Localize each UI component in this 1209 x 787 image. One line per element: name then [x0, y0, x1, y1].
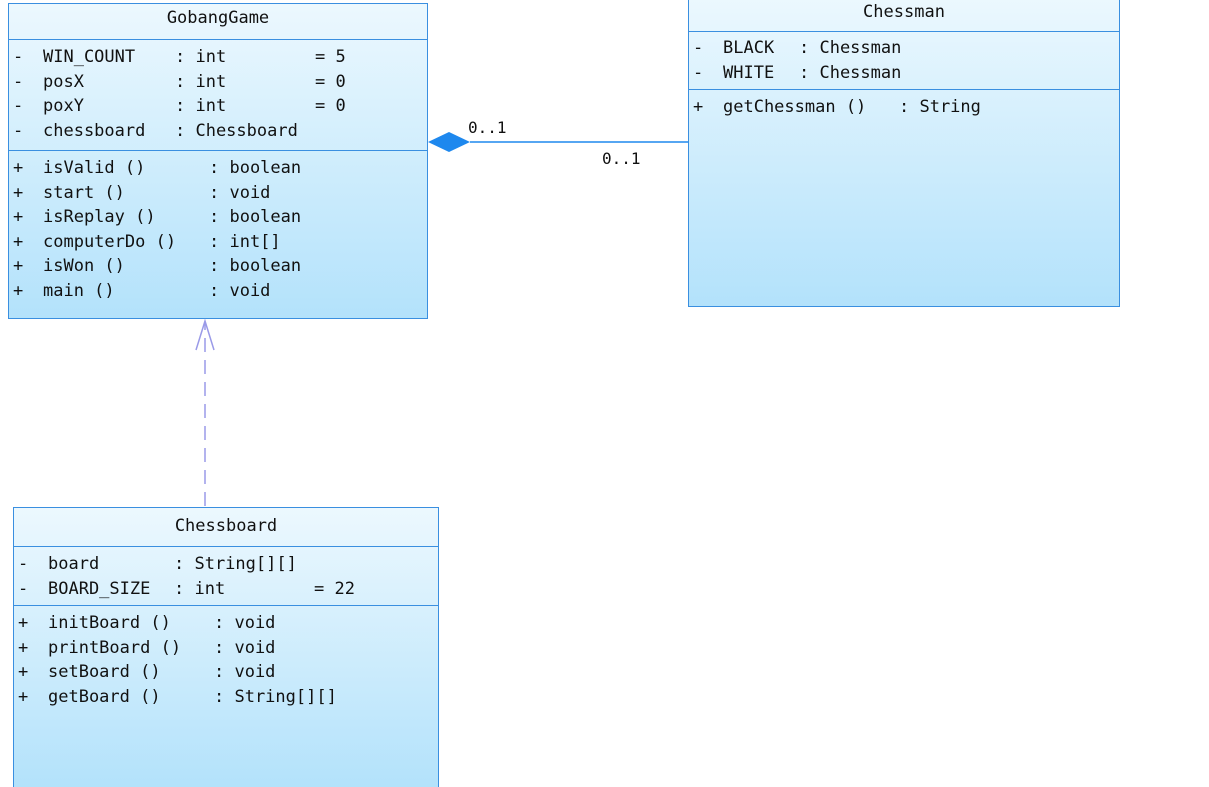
visibility-marker: - — [18, 578, 29, 599]
visibility-marker: + — [13, 256, 24, 276]
class-chessman[interactable]: Chessman - BLACK : Chessman - WHITE : Ch… — [688, 0, 1120, 307]
operation-type: : String[][] — [214, 686, 337, 707]
attribute-row[interactable]: - WHITE : Chessman — [693, 61, 1119, 86]
operation-row[interactable]: + computerDo () : int[] — [13, 230, 427, 255]
operation-row[interactable]: + isWon () : boolean — [13, 254, 427, 279]
attribute-row[interactable]: - BOARD_SIZE : int = 22 — [18, 577, 438, 602]
attribute-name: board — [48, 554, 100, 574]
visibility-marker: + — [13, 207, 24, 227]
operation-row[interactable]: + main () : void — [13, 279, 427, 304]
visibility-marker: - — [13, 47, 24, 67]
operations-section: + isValid () : boolean + start () : void… — [9, 151, 427, 309]
target-multiplicity: 0..1 — [602, 149, 641, 168]
class-name: Chessboard — [14, 508, 438, 547]
class-gobanggame[interactable]: GobangGame - WIN_COUNT : int = 5 - posX … — [8, 3, 428, 319]
operation-row[interactable]: + setBoard () : void — [18, 660, 438, 685]
operation-type: : void — [214, 637, 276, 658]
operation-row[interactable]: + initBoard () : void — [18, 611, 438, 636]
operation-name: start () — [43, 182, 125, 203]
attribute-type: : String[][] — [174, 554, 297, 574]
operation-type: : void — [214, 662, 276, 682]
class-chessboard[interactable]: Chessboard - board : String[][] - BOARD_… — [13, 507, 439, 787]
visibility-marker: - — [693, 62, 704, 83]
attribute-name: WIN_COUNT — [43, 47, 136, 67]
visibility-marker: + — [18, 637, 29, 658]
attribute-type: : Chessboard — [175, 120, 298, 141]
operation-type: : void — [209, 182, 271, 203]
visibility-marker: - — [13, 71, 24, 92]
attribute-name: posX — [43, 71, 84, 92]
operation-name: initBoard () — [48, 613, 171, 633]
attribute-name: poxY — [43, 96, 84, 116]
composition-connector[interactable] — [428, 132, 688, 152]
operation-row[interactable]: + isReplay () : boolean — [13, 205, 427, 230]
attribute-value: = 0 — [315, 96, 346, 116]
attribute-value: = 22 — [314, 578, 355, 599]
operation-name: isWon () — [43, 256, 125, 276]
attribute-row[interactable]: - posX : int = 0 — [13, 70, 427, 95]
attribute-name: BLACK — [723, 38, 775, 58]
attribute-value: = 0 — [315, 71, 346, 92]
operation-row[interactable]: + start () : void — [13, 181, 427, 206]
visibility-marker: + — [693, 97, 704, 117]
dependency-arrowhead-icon — [195, 318, 215, 351]
visibility-marker: + — [18, 686, 29, 707]
operation-row[interactable]: + getBoard () : String[][] — [18, 685, 438, 710]
visibility-marker: + — [18, 662, 29, 682]
attribute-row[interactable]: - chessboard : Chessboard — [13, 119, 427, 144]
operations-section: + initBoard () : void + printBoard () : … — [14, 606, 438, 715]
composition-diamond-icon — [428, 132, 470, 152]
operations-section: + getChessman () : String — [689, 90, 1119, 126]
attribute-type: : int — [175, 71, 227, 92]
visibility-marker: - — [13, 120, 24, 141]
attributes-section: - BLACK : Chessman - WHITE : Chessman — [689, 32, 1119, 90]
operation-name: getBoard () — [48, 686, 161, 707]
attribute-type: : Chessman — [799, 38, 902, 58]
attribute-name: BOARD_SIZE — [48, 578, 151, 599]
visibility-marker: + — [18, 613, 29, 633]
class-name: GobangGame — [9, 4, 427, 40]
source-multiplicity: 0..1 — [468, 118, 507, 137]
attribute-name: chessboard — [43, 120, 146, 141]
operation-type: : boolean — [209, 158, 302, 178]
attribute-value: = 5 — [315, 47, 346, 67]
operation-type: : void — [214, 613, 276, 633]
attribute-type: : int — [175, 47, 227, 67]
visibility-marker: + — [13, 182, 24, 203]
attribute-row[interactable]: - WIN_COUNT : int = 5 — [13, 45, 427, 70]
attributes-section: - board : String[][] - BOARD_SIZE : int … — [14, 547, 438, 606]
visibility-marker: - — [693, 38, 704, 58]
attribute-row[interactable]: - board : String[][] — [18, 552, 438, 577]
operation-type: : boolean — [209, 256, 302, 276]
attribute-type: : int — [175, 96, 227, 116]
operation-name: setBoard () — [48, 662, 161, 682]
operation-name: isReplay () — [43, 207, 156, 227]
visibility-marker: - — [18, 554, 29, 574]
attribute-name: WHITE — [723, 62, 775, 83]
class-name: Chessman — [689, 0, 1119, 32]
visibility-marker: - — [13, 96, 24, 116]
operation-row[interactable]: + isValid () : boolean — [13, 156, 427, 181]
operation-name: printBoard () — [48, 637, 182, 658]
operation-type: : void — [209, 280, 271, 301]
visibility-marker: + — [13, 158, 24, 178]
attribute-type: : Chessman — [799, 62, 902, 83]
operation-name: getChessman () — [723, 97, 867, 117]
operation-type: : int[] — [209, 231, 281, 252]
attribute-type: : int — [174, 578, 226, 599]
operation-type: : boolean — [209, 207, 302, 227]
operation-row[interactable]: + getChessman () : String — [693, 95, 1119, 120]
operation-name: main () — [43, 280, 115, 301]
operation-type: : String — [899, 97, 981, 117]
attribute-row[interactable]: - BLACK : Chessman — [693, 36, 1119, 61]
attributes-section: - WIN_COUNT : int = 5 - posX : int = 0 -… — [9, 40, 427, 151]
operation-row[interactable]: + printBoard () : void — [18, 636, 438, 661]
dependency-connector[interactable] — [195, 318, 215, 506]
operation-name: isValid () — [43, 158, 146, 178]
operation-name: computerDo () — [43, 231, 177, 252]
visibility-marker: + — [13, 280, 24, 301]
attribute-row[interactable]: - poxY : int = 0 — [13, 94, 427, 119]
visibility-marker: + — [13, 231, 24, 252]
